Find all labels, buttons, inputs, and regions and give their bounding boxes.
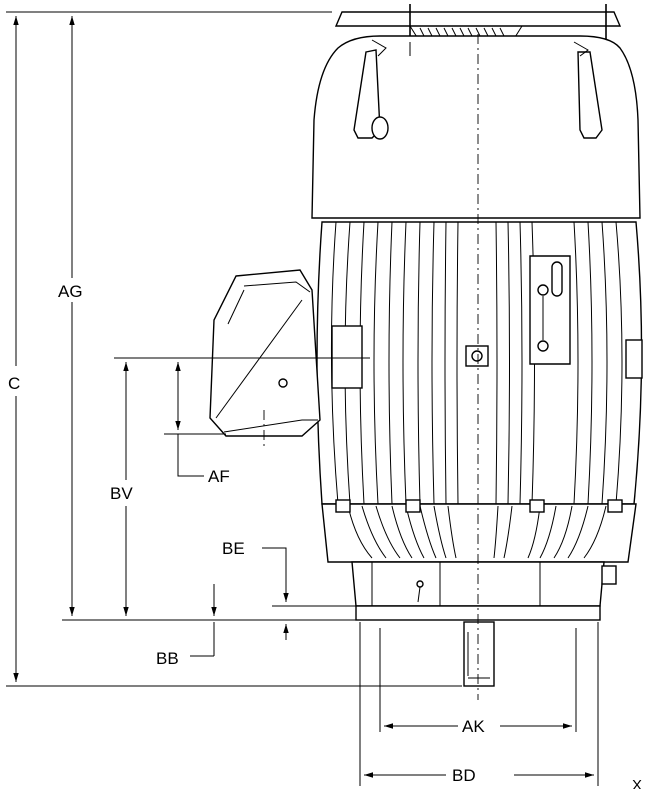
lifting-lug-right bbox=[573, 41, 603, 139]
lifting-lug-left bbox=[353, 39, 389, 140]
shaft bbox=[463, 621, 495, 687]
label-af: AF bbox=[208, 467, 230, 486]
label-c: C bbox=[8, 374, 20, 393]
conduit-box bbox=[209, 269, 321, 437]
label-ag: AG bbox=[58, 282, 83, 301]
label-bb: BB bbox=[156, 649, 179, 668]
label-be: BE bbox=[222, 539, 245, 558]
nameplate bbox=[529, 255, 571, 365]
motor-outline bbox=[209, 4, 643, 700]
label-ak: AK bbox=[462, 717, 485, 736]
dimension-lines bbox=[6, 11, 599, 786]
label-bd: BD bbox=[452, 766, 476, 785]
label-bv: BV bbox=[110, 484, 133, 503]
label-x: X bbox=[632, 777, 642, 789]
